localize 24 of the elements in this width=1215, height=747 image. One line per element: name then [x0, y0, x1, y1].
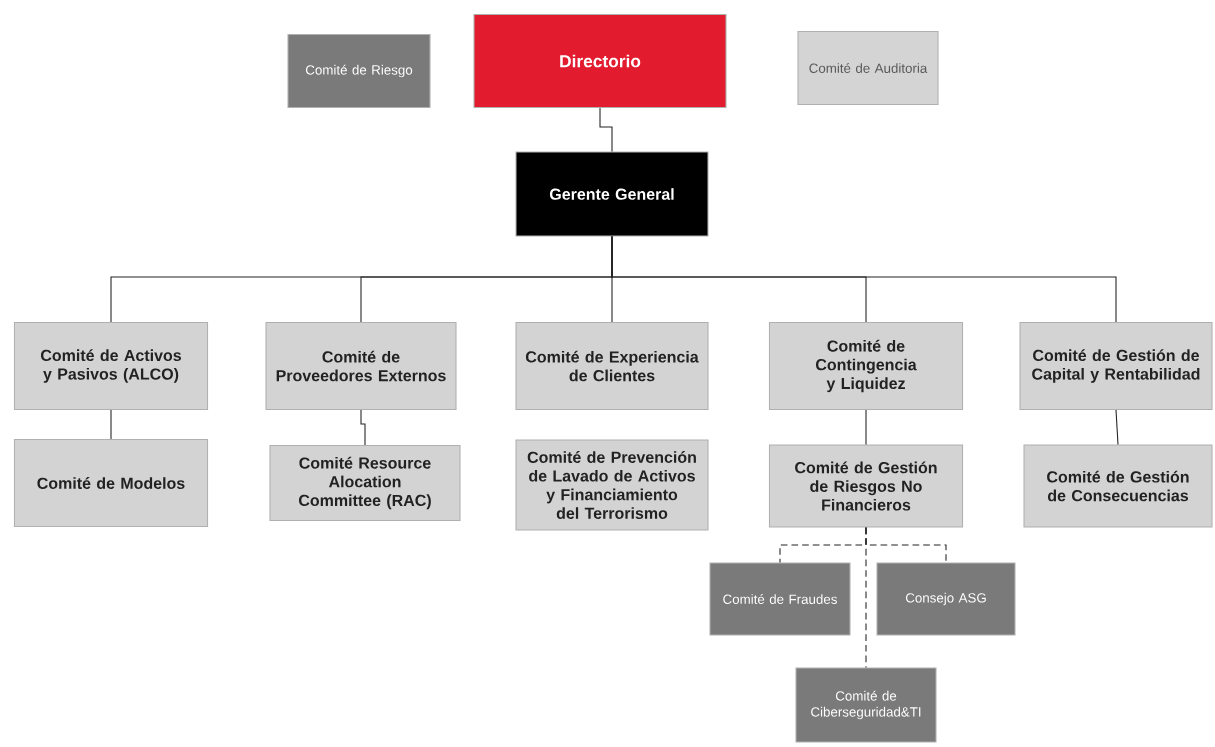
- committee-box: Comité de Activos y Pasivos (ALCO): [13, 322, 209, 410]
- committee-box: Comité de Gestión de Consecuencias: [1023, 444, 1213, 528]
- connector-line: [360, 409, 366, 446]
- committee-box: Comité de Prevención de Lavado de Activos y Financiamiento del Terrorismo: [515, 439, 709, 531]
- committee-box: Gerente General: [515, 151, 709, 237]
- committee-box: Comité de Contingencia y Liquidez: [768, 322, 964, 410]
- committee-box: Comité Resource Alocation Committee (RAC): [269, 445, 461, 521]
- connector-line: [599, 107, 613, 152]
- connector-line: [110, 409, 112, 440]
- committee-box: Comité de Fraudes: [709, 562, 851, 636]
- committee-box: Comité de Gestión de Capital y Rentabilidad: [1019, 322, 1213, 410]
- committee-box: Comité de Gestión de Riesgos No Financieros: [768, 444, 964, 528]
- connector-line: [1115, 409, 1119, 445]
- connector-line: [865, 409, 867, 445]
- committee-box: Comité de Auditoria: [797, 30, 939, 106]
- committee-box: Comité de Riesgo: [287, 33, 431, 109]
- committee-box: Comité de Modelos: [13, 439, 209, 527]
- committee-box: Comité de Ciberseguridad&TI: [795, 667, 937, 743]
- committee-box: Directorio: [473, 13, 727, 109]
- committee-box: Comité de Proveedores Externos: [265, 322, 457, 410]
- committee-box: Consejo ASG: [876, 562, 1016, 636]
- connector-line: [611, 236, 1117, 323]
- connector-line: [865, 527, 867, 668]
- committee-box: Comité de Experiencia de Clientes: [515, 322, 709, 410]
